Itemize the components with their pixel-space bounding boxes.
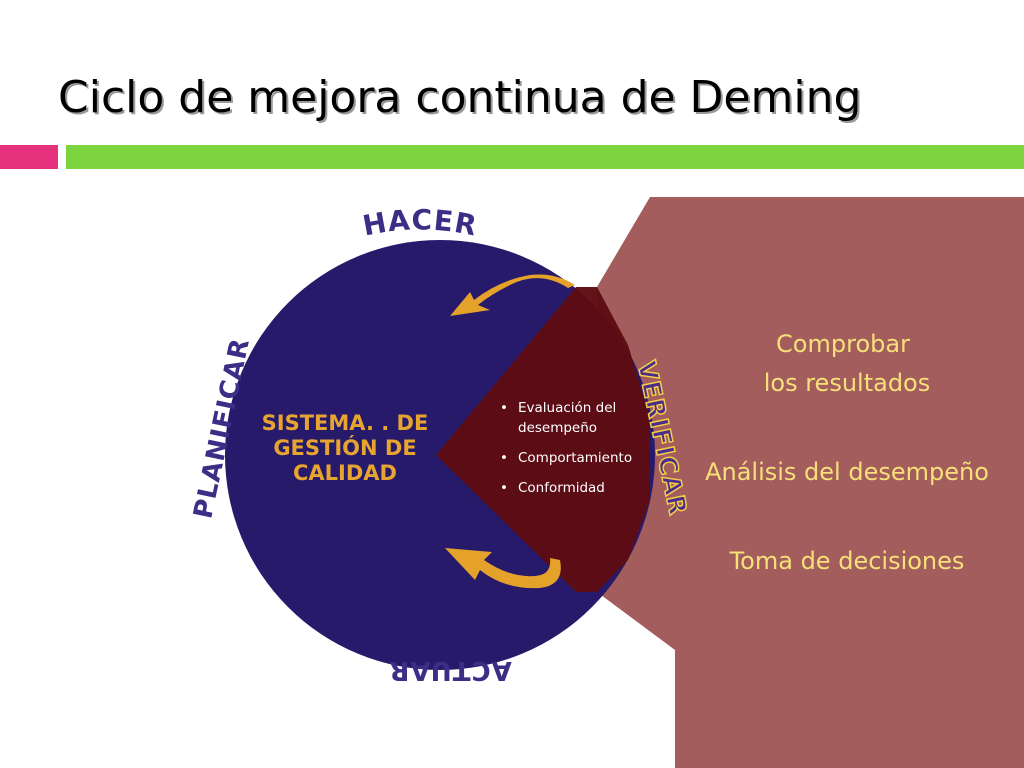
side-line-decisiones: Toma de decisiones xyxy=(729,547,965,575)
center-line-1: SISTEMA. . DE xyxy=(262,411,429,435)
side-panel-text: Comprobar los resultados Análisis del de… xyxy=(705,330,989,575)
side-line-resultados: los resultados xyxy=(764,369,931,397)
side-line-analisis: Análisis del desempeño xyxy=(705,458,989,486)
bullet-evaluacion: Evaluación del desempeño xyxy=(498,398,658,438)
side-line-comprobar: Comprobar xyxy=(776,330,910,358)
accent-bar-pink xyxy=(0,145,58,169)
page-title: Ciclo de mejora continua de Deming xyxy=(58,72,862,123)
stage-actuar: ACTUAR xyxy=(388,655,511,685)
wedge-bullet-list: Evaluación del desempeño Comportamiento … xyxy=(498,398,658,508)
side-panel-shape xyxy=(597,197,1024,768)
bullet-comportamiento: Comportamiento xyxy=(498,448,658,468)
bottom-cycle-arrow xyxy=(445,548,561,589)
center-label: SISTEMA. . DE GESTIÓN DE CALIDAD xyxy=(262,411,429,485)
accent-bar-green xyxy=(66,145,1024,169)
verificar-wedge xyxy=(436,287,650,592)
bullet-conformidad: Conformidad xyxy=(498,478,658,498)
top-cycle-arrow xyxy=(450,274,575,316)
center-line-2: GESTIÓN DE xyxy=(273,435,416,460)
center-line-3: CALIDAD xyxy=(293,461,397,485)
stage-hacer: HACER xyxy=(360,203,480,242)
